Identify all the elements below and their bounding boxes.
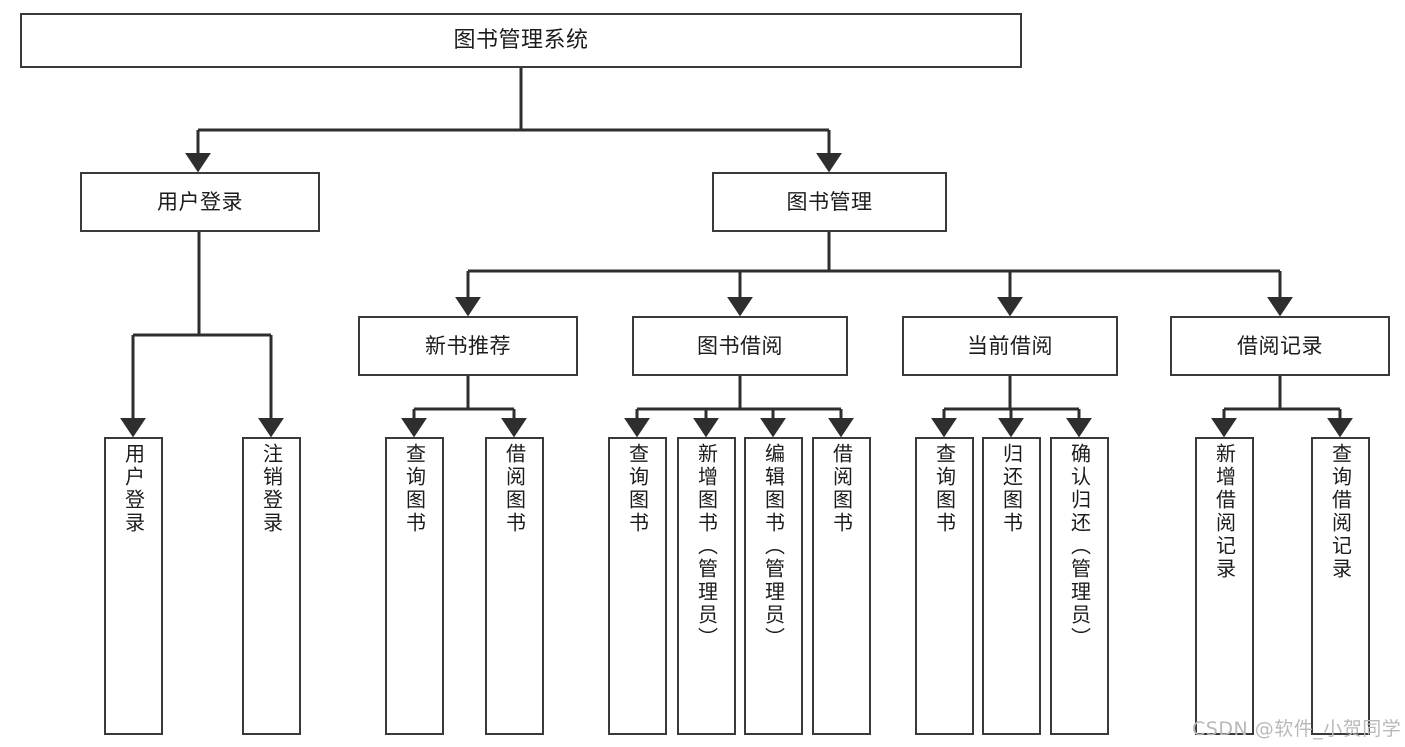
- node-user-login[interactable]: 用户登录: [80, 172, 320, 232]
- node-leaf-query-book-2[interactable]: 查询图书: [608, 437, 667, 735]
- node-label: 当前借阅: [967, 333, 1053, 358]
- node-leaf-confirm-return[interactable]: 确认归还（管理员）: [1050, 437, 1109, 735]
- node-leaf-borrow-book-2[interactable]: 借阅图书: [812, 437, 871, 735]
- node-current-borrow[interactable]: 当前借阅: [902, 316, 1118, 376]
- node-label: 查询借阅记录: [1328, 443, 1353, 581]
- node-label: 图书管理系统: [453, 27, 589, 53]
- node-leaf-user-logout[interactable]: 注销登录: [242, 437, 301, 735]
- node-label: 查询图书: [402, 443, 427, 535]
- node-label: 借阅图书: [502, 443, 527, 535]
- node-label: 确认归还（管理员）: [1067, 443, 1092, 650]
- node-label: 注销登录: [259, 443, 284, 535]
- node-label: 查询图书: [932, 443, 957, 535]
- node-label: 图书管理: [786, 189, 873, 214]
- node-label: 编辑图书（管理员）: [761, 443, 786, 650]
- node-label: 新书推荐: [425, 333, 511, 358]
- node-label: 借阅记录: [1237, 333, 1323, 358]
- watermark-label: CSDN @软件_小贺同学: [1192, 718, 1402, 740]
- node-label: 借阅图书: [829, 443, 854, 535]
- node-label: 用户登录: [121, 443, 146, 535]
- node-leaf-query-book-1[interactable]: 查询图书: [385, 437, 444, 735]
- node-leaf-user-login[interactable]: 用户登录: [104, 437, 163, 735]
- node-root-system[interactable]: 图书管理系统: [20, 13, 1022, 68]
- node-label: 图书借阅: [697, 333, 783, 358]
- node-book-manage[interactable]: 图书管理: [712, 172, 947, 232]
- node-leaf-query-record[interactable]: 查询借阅记录: [1311, 437, 1370, 735]
- node-leaf-edit-book[interactable]: 编辑图书（管理员）: [744, 437, 803, 735]
- node-label: 用户登录: [157, 189, 243, 214]
- node-leaf-add-book[interactable]: 新增图书（管理员）: [677, 437, 736, 735]
- node-new-book-recommend[interactable]: 新书推荐: [358, 316, 578, 376]
- node-label: 查询图书: [625, 443, 650, 535]
- node-book-borrow[interactable]: 图书借阅: [632, 316, 848, 376]
- node-leaf-query-book-3[interactable]: 查询图书: [915, 437, 974, 735]
- node-borrow-record[interactable]: 借阅记录: [1170, 316, 1390, 376]
- node-label: 新增图书（管理员）: [694, 443, 719, 650]
- node-leaf-add-record[interactable]: 新增借阅记录: [1195, 437, 1254, 735]
- node-label: 新增借阅记录: [1212, 443, 1237, 581]
- node-leaf-return-book[interactable]: 归还图书: [982, 437, 1041, 735]
- node-label: 归还图书: [999, 443, 1024, 535]
- node-leaf-borrow-book-1[interactable]: 借阅图书: [485, 437, 544, 735]
